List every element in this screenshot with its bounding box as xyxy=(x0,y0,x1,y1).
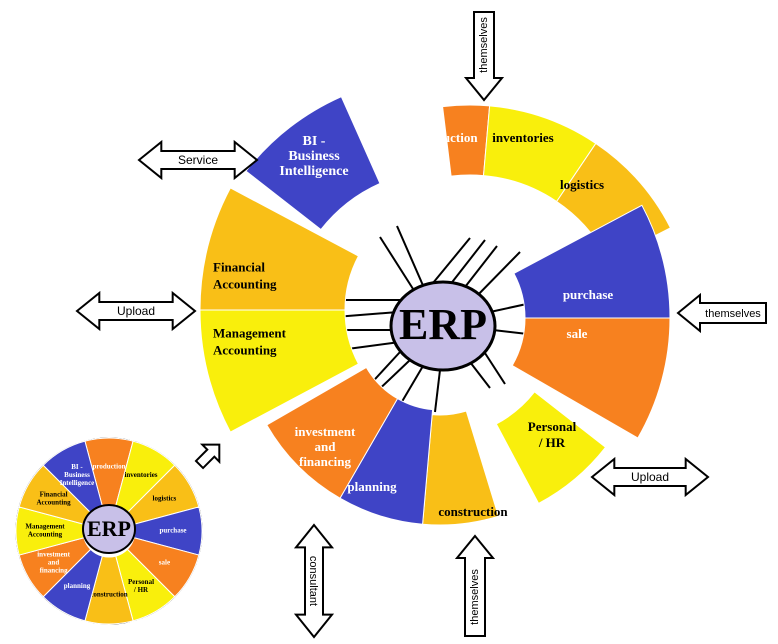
module-management-label: Management xyxy=(213,325,287,340)
erp-hub-label: ERP xyxy=(399,300,487,349)
module-inventories: inventories xyxy=(482,105,597,203)
erp-hub xyxy=(389,280,497,372)
module-financial-wedge xyxy=(199,187,360,311)
zoom-arrow xyxy=(194,443,221,470)
module-planning-label: planning xyxy=(347,479,397,494)
module-sale-wedge xyxy=(511,317,671,439)
themselves-bottom-arrow-shape xyxy=(454,534,496,637)
module-investment-label: investment xyxy=(295,424,356,439)
module-construction: construction xyxy=(422,410,508,526)
connector-spoke xyxy=(432,237,471,284)
module-financial-label: Financial xyxy=(213,259,265,274)
mini-erp-hub-label: ERP xyxy=(87,516,131,541)
connector-spoke xyxy=(482,349,506,385)
module-production: production xyxy=(416,104,491,177)
connector-spoke xyxy=(399,365,424,406)
module-inventories-label: inventories xyxy=(492,130,553,145)
service-arrow: Service xyxy=(137,139,259,181)
upload-right-arrow: Upload xyxy=(590,456,710,498)
module-personal-wedge xyxy=(495,391,607,505)
mini-module-construction-label: construction xyxy=(90,591,127,599)
mini-module-financial-label: Financial xyxy=(40,491,68,499)
mini-module-bi-label: BI - xyxy=(71,463,83,471)
module-financial-label: Accounting xyxy=(213,276,277,291)
mini-module-financial-label: Accounting xyxy=(36,499,71,507)
upload-right-arrow-shape xyxy=(590,456,710,498)
mini-module-sale-label: sale xyxy=(159,559,170,567)
connector-spoke xyxy=(396,225,426,291)
upload-left-arrow-shape xyxy=(75,290,197,332)
module-purchase-label: purchase xyxy=(563,287,614,302)
upload-left-arrow: Upload xyxy=(75,290,197,332)
consultant-arrow-shape xyxy=(293,523,335,639)
module-bi-label: BI - xyxy=(303,134,326,149)
mini-module-inventories-label: inventories xyxy=(124,471,157,479)
module-bi-label: Intelligence xyxy=(279,164,348,179)
mini-module-personal-label: Personal xyxy=(128,578,154,586)
module-construction-label: construction xyxy=(438,504,508,519)
consultant-arrow-label: consultant xyxy=(307,556,319,606)
module-investment-wedge xyxy=(266,366,399,499)
mini-module-investment-label: and xyxy=(48,559,59,567)
connector-spoke xyxy=(379,236,416,293)
themselves-bottom-arrow-label: themselves xyxy=(469,569,481,625)
service-arrow-shape xyxy=(137,139,259,181)
module-investment-label: financing xyxy=(299,454,352,469)
themselves-top-arrow: themselves xyxy=(463,11,505,102)
themselves-bottom-arrow: themselves xyxy=(454,534,496,637)
module-investment-label: and xyxy=(315,439,337,454)
mini-module-production-label: production xyxy=(93,463,126,471)
module-personal-label: / HR xyxy=(538,435,566,450)
mini-module-investment-label: investment xyxy=(37,551,70,559)
module-production-label: production xyxy=(416,130,478,145)
mini-erp-hub xyxy=(82,504,136,554)
mini-module-management-label: Accounting xyxy=(28,531,63,539)
consultant-arrow: consultant xyxy=(293,523,335,639)
mini-module-planning-label: planning xyxy=(64,582,91,590)
mini-module-personal-label: / HR xyxy=(133,586,149,594)
module-sale-label: sale xyxy=(567,326,588,341)
mini-module-investment-label: financing xyxy=(40,567,69,575)
upload-right-arrow-label: Upload xyxy=(631,470,669,484)
connector-spoke xyxy=(434,369,441,413)
themselves-top-arrow-label: themselves xyxy=(478,17,490,73)
themselves-top-arrow-shape xyxy=(463,11,505,102)
service-arrow-label: Service xyxy=(178,153,218,167)
module-logistics-label: logistics xyxy=(560,177,604,192)
mini-module-purchase-label: purchase xyxy=(159,527,186,535)
module-bi-label: Business xyxy=(288,149,340,164)
module-management-label: Accounting xyxy=(213,342,277,357)
module-personal-label: Personal xyxy=(528,419,577,434)
upload-left-arrow-label: Upload xyxy=(117,304,155,318)
module-personal: Personal/ HR xyxy=(495,391,607,505)
themselves-right-arrow-label: themselves xyxy=(705,308,761,320)
themselves-right-arrow-shape xyxy=(676,292,767,334)
connector-spoke xyxy=(469,361,491,389)
themselves-right-arrow: themselves xyxy=(676,292,767,334)
module-sale: sale xyxy=(511,317,671,439)
mini-module-bi-label: Business xyxy=(64,471,90,479)
mini-module-management-label: Management xyxy=(25,523,65,531)
module-purchase: purchase xyxy=(513,204,671,319)
mini-module-bi-label: Intelligence xyxy=(60,479,95,487)
mini-module-logistics-label: logistics xyxy=(153,495,177,503)
zoom-arrow-shape xyxy=(194,443,221,470)
module-bi-wedge xyxy=(245,95,381,231)
